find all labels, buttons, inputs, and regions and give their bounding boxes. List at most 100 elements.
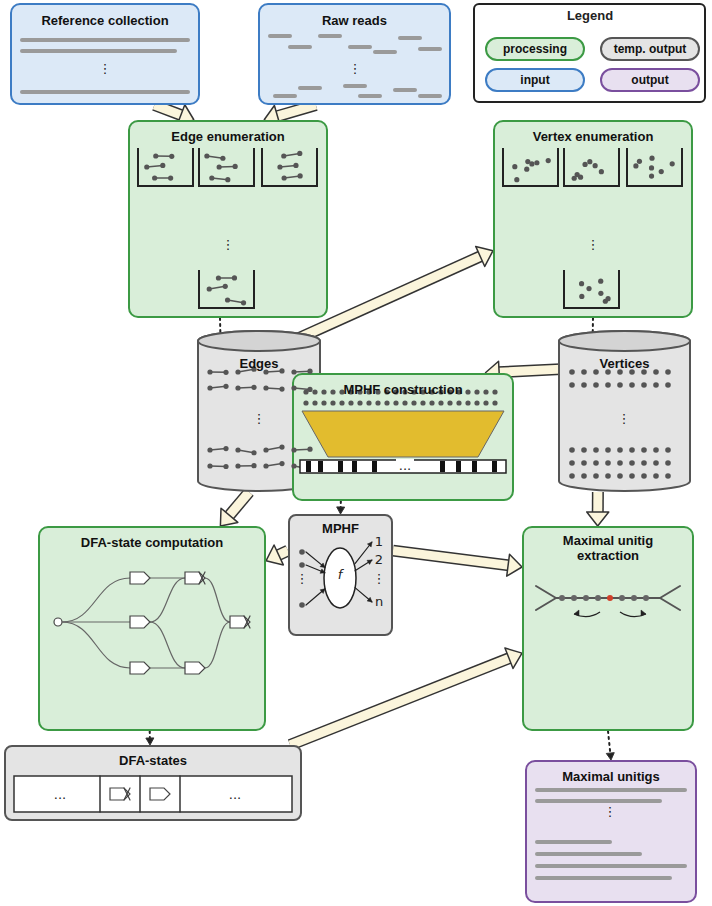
vertex-dot bbox=[593, 447, 599, 453]
bit-cell bbox=[306, 461, 311, 472]
annotation: ... bbox=[30, 788, 90, 802]
vertex-dot bbox=[235, 369, 240, 374]
read-bar bbox=[275, 94, 295, 98]
vertex-dot bbox=[605, 460, 611, 466]
vertex-dot bbox=[649, 156, 654, 161]
vertex-dot bbox=[293, 163, 298, 168]
vertex-dot bbox=[375, 400, 380, 405]
legend-label: output bbox=[631, 73, 668, 87]
vertex-dot bbox=[637, 159, 642, 164]
vertex-dot bbox=[483, 400, 488, 405]
vertex-dot bbox=[384, 400, 389, 405]
vertex-dot bbox=[168, 175, 173, 180]
arrowhead bbox=[505, 648, 522, 668]
vertex-dot bbox=[393, 400, 398, 405]
map-arrowhead bbox=[367, 597, 372, 602]
vertex-dot bbox=[456, 400, 461, 405]
dfa-state-glyph bbox=[230, 616, 250, 628]
flow-arrow bbox=[290, 648, 522, 745]
vertex-dot bbox=[593, 163, 598, 168]
arrowhead bbox=[476, 246, 493, 266]
vertex-dot bbox=[321, 400, 326, 405]
extend-arrowhead bbox=[574, 610, 579, 616]
arrow-fill bbox=[393, 551, 509, 566]
vertex-dot bbox=[303, 389, 308, 394]
annotation: ... bbox=[396, 459, 414, 472]
process-box: Edge enumeration bbox=[128, 120, 328, 318]
vertex-dot bbox=[653, 369, 659, 375]
vertex-dot bbox=[659, 169, 664, 174]
map-arrowhead bbox=[320, 569, 325, 573]
cylinder-body bbox=[559, 331, 690, 491]
vertex-dot bbox=[366, 400, 371, 405]
vertex-dot bbox=[581, 369, 587, 375]
vertex-dot bbox=[447, 400, 452, 405]
vertex-dot bbox=[207, 463, 212, 468]
vertex-dot bbox=[492, 389, 497, 394]
vertex-dot bbox=[607, 595, 613, 601]
bucket bbox=[199, 148, 254, 186]
flow-arrow bbox=[266, 545, 288, 565]
dfa-state-glyph bbox=[130, 572, 150, 584]
map-arrowhead bbox=[367, 560, 372, 564]
vertex-dot bbox=[665, 447, 671, 453]
annotation: f bbox=[310, 568, 370, 582]
arrow-outline bbox=[154, 105, 181, 115]
sequence-bar bbox=[22, 90, 188, 94]
arrowhead bbox=[146, 738, 154, 745]
vertex-dot bbox=[420, 400, 425, 405]
arrow-fill bbox=[290, 658, 510, 745]
node-heading: Raw reads bbox=[322, 13, 387, 28]
vertex-dot bbox=[153, 153, 158, 158]
annotation: 2 bbox=[349, 553, 409, 567]
bucket bbox=[138, 148, 193, 186]
vertex-dot bbox=[581, 382, 587, 388]
vertex-dot bbox=[643, 595, 649, 601]
dfa-state-glyph bbox=[110, 788, 130, 800]
vertex-dot bbox=[207, 369, 212, 374]
vertex-dot bbox=[641, 473, 647, 479]
vertex-dot bbox=[649, 165, 654, 170]
dfa-transition bbox=[150, 622, 185, 668]
vertex-dot bbox=[152, 175, 157, 180]
vertex-dot bbox=[641, 447, 647, 453]
vertex-dot bbox=[220, 156, 225, 161]
vertex-dot bbox=[307, 369, 312, 374]
vertex-dot bbox=[665, 473, 671, 479]
map-arrowhead bbox=[367, 542, 372, 547]
vertex-dot bbox=[223, 446, 228, 451]
annotation: ⋮ bbox=[198, 238, 258, 252]
annotation: ⋮ bbox=[325, 62, 385, 76]
read-bar bbox=[420, 47, 440, 51]
vertex-dot bbox=[653, 473, 659, 479]
vertex-dot bbox=[465, 389, 470, 394]
vertex-dot bbox=[277, 164, 282, 169]
bit-cell bbox=[456, 461, 461, 472]
vertex-dot bbox=[569, 382, 575, 388]
vertex-dot bbox=[605, 382, 611, 388]
vertex-dot bbox=[291, 385, 296, 390]
vertex-dot bbox=[209, 175, 214, 180]
vertex-dot bbox=[617, 473, 623, 479]
arrow-fill bbox=[498, 369, 566, 372]
arrowhead bbox=[266, 545, 283, 565]
vertex-dot bbox=[241, 300, 246, 305]
mphf-funnel bbox=[302, 411, 504, 457]
vertex-dot bbox=[653, 382, 659, 388]
vertex-dot bbox=[579, 281, 584, 286]
dfa-state-glyph bbox=[150, 788, 170, 800]
legend-swatch: output bbox=[600, 68, 700, 92]
annotation: 1 bbox=[349, 535, 409, 549]
vertex-dot bbox=[263, 369, 268, 374]
vertex-dot bbox=[524, 167, 529, 172]
vertex-dot bbox=[297, 151, 302, 156]
node-heading: DFA-state computation bbox=[81, 535, 223, 550]
legend-title: Legend bbox=[560, 9, 620, 23]
input-box: Raw reads bbox=[258, 3, 451, 105]
vertex-dot bbox=[281, 153, 286, 158]
vertex-dot bbox=[307, 447, 312, 452]
bucket bbox=[262, 148, 317, 186]
vertex-dot bbox=[279, 368, 284, 373]
vertex-dot bbox=[492, 400, 497, 405]
sequence-bar bbox=[22, 38, 188, 42]
